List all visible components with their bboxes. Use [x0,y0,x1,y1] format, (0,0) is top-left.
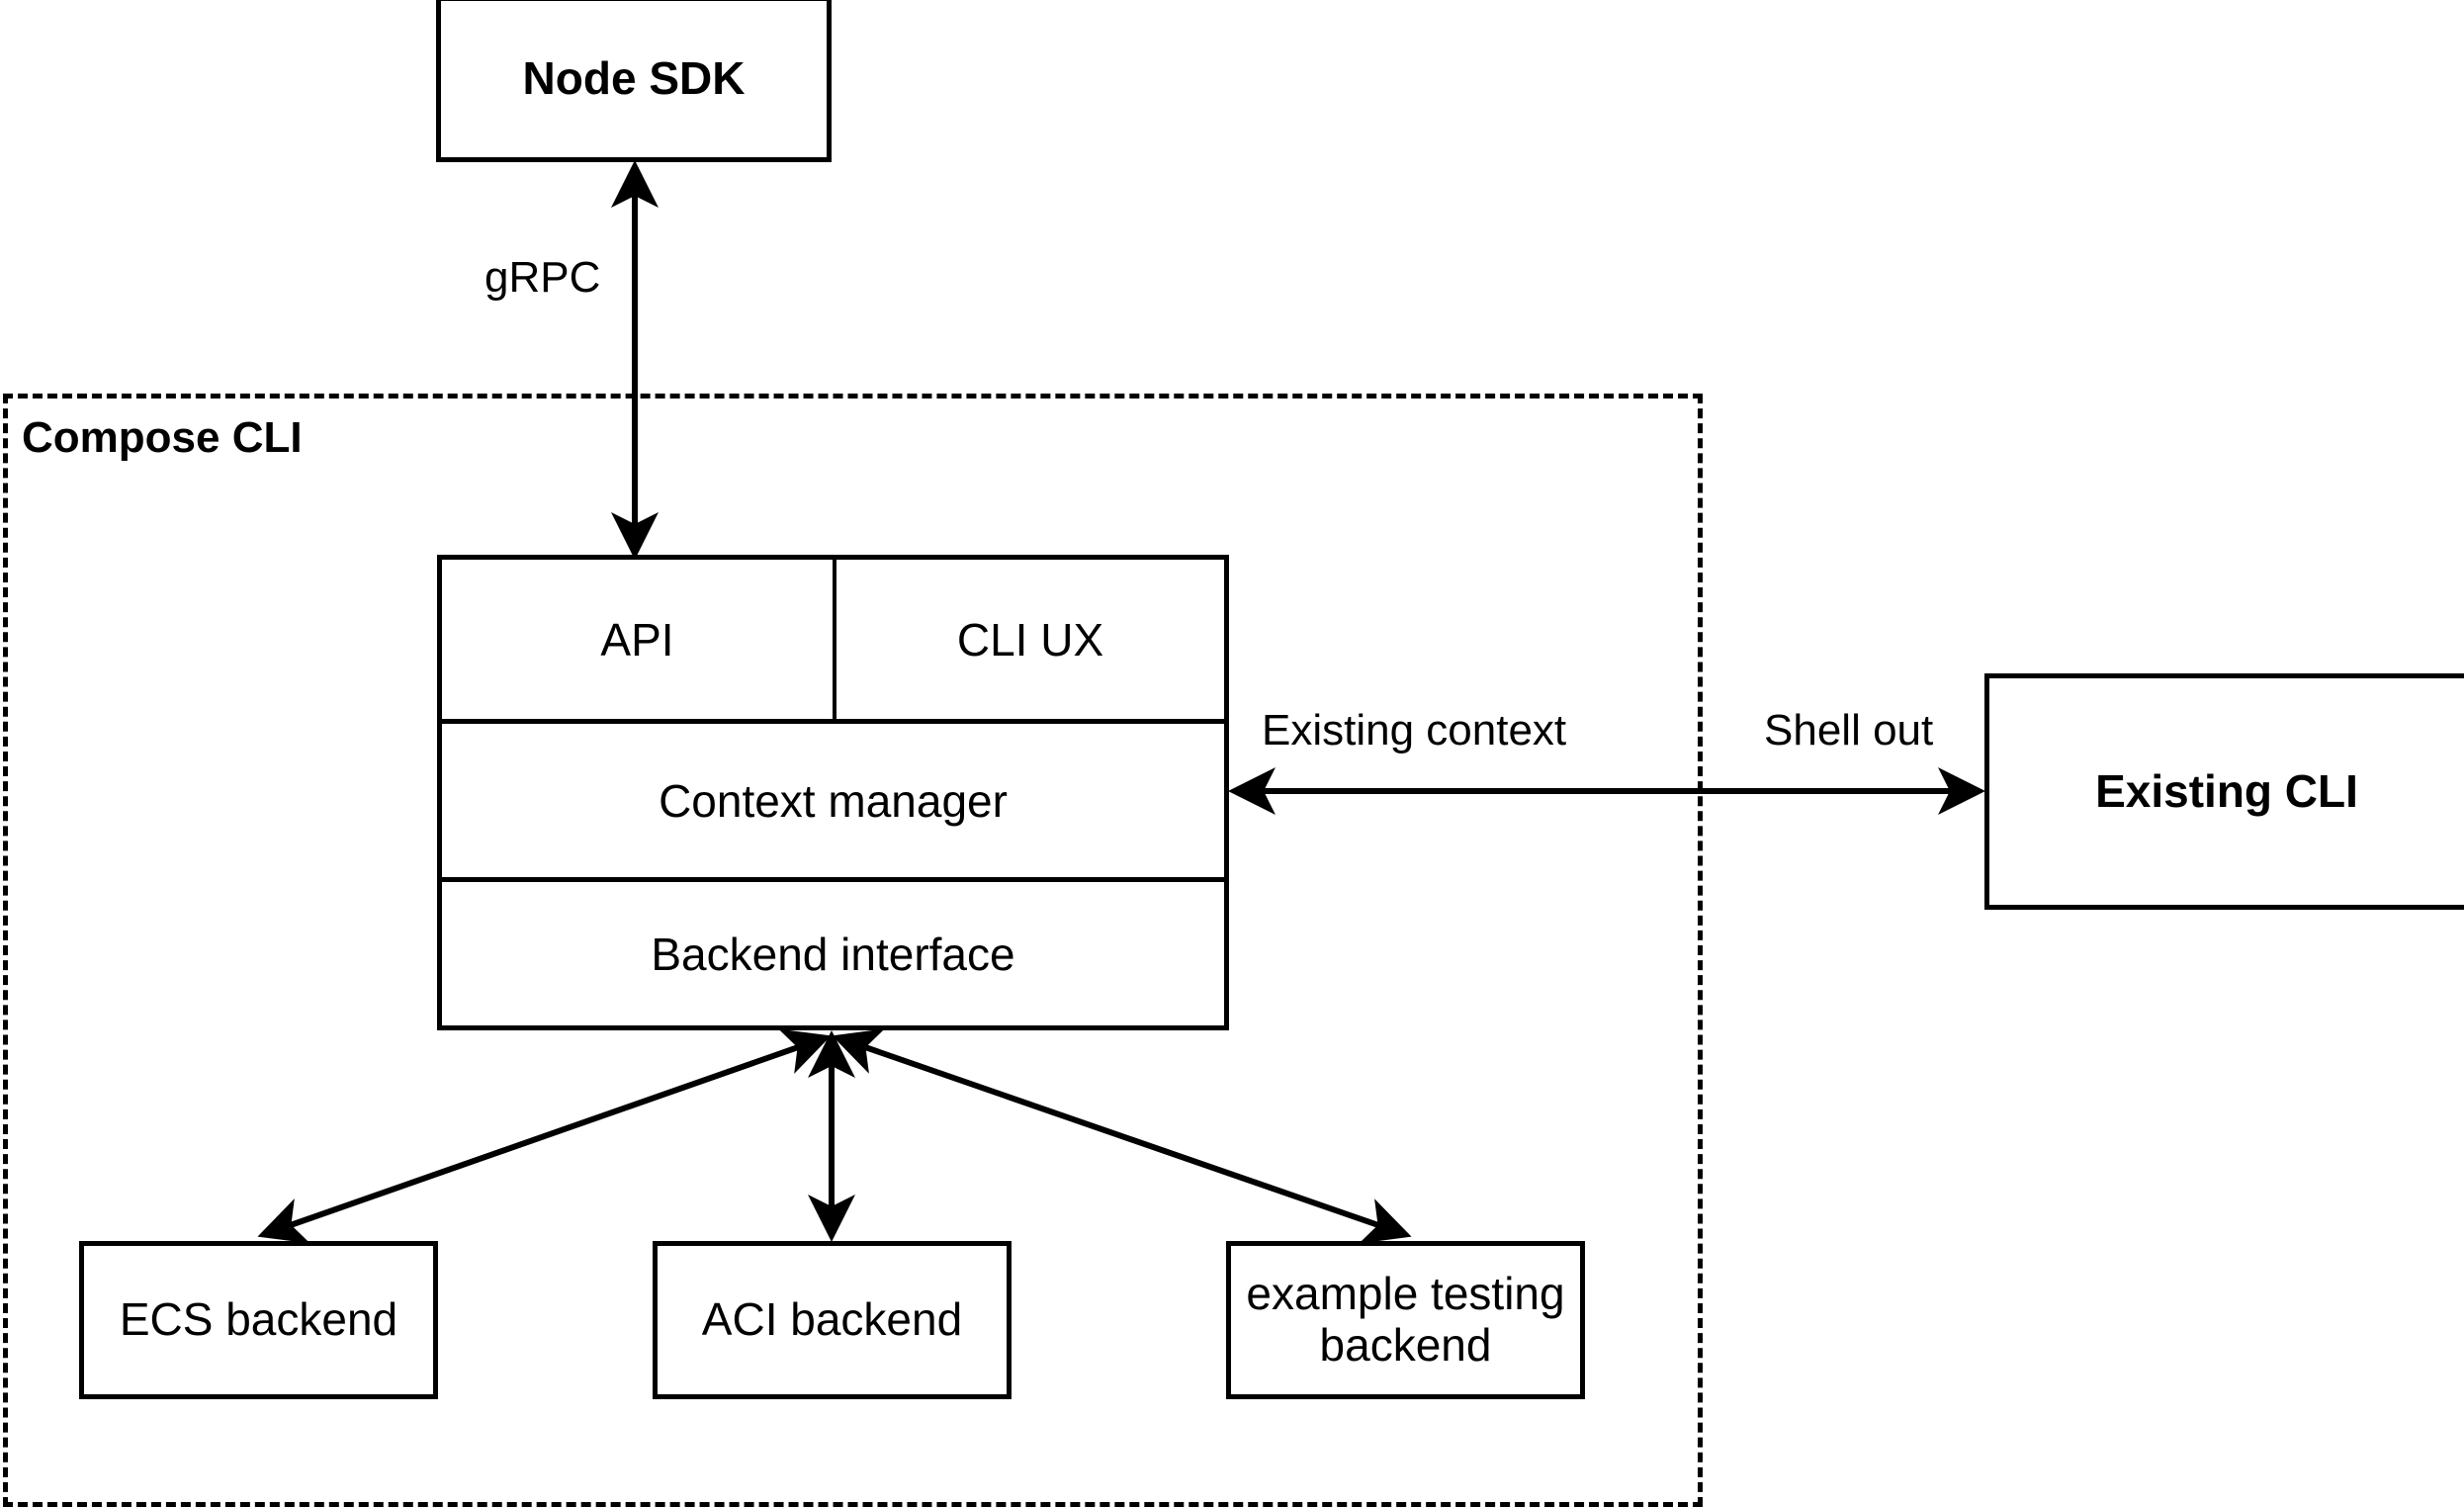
testing-backend-label-line1: example testing [1246,1268,1565,1320]
context-manager-cell: Context manager [442,719,1224,877]
edge-label-existing-context: Existing context [1262,706,1567,754]
edge-label-shell-out: Shell out [1764,706,1934,754]
context-manager-label: Context manager [659,774,1008,827]
testing-backend-label: example testing backend [1246,1269,1564,1371]
ecs-backend-label: ECS backend [119,1293,398,1346]
cli-ux-label: CLI UX [956,613,1104,665]
aci-backend-label: ACI backend [701,1293,963,1346]
cli-ux-cell: CLI UX [836,560,1224,719]
compose-cli-core-box: API CLI UX Context manager Backend inter… [437,555,1229,1030]
backend-interface-cell: Backend interface [442,877,1224,1025]
testing-backend-label-line2: backend [1319,1319,1492,1371]
node-sdk-label: Node SDK [522,52,746,105]
compose-cli-boundary [3,394,1703,1507]
compose-cli-label: Compose CLI [22,413,303,462]
core-top-row: API CLI UX [442,560,1224,719]
testing-backend-box: example testing backend [1226,1241,1585,1399]
edge-label-grpc: gRPC [484,253,601,302]
backend-interface-label: Backend interface [651,928,1015,980]
node-sdk-box: Node SDK [436,0,832,162]
existing-cli-label: Existing CLI [2095,764,2358,817]
ecs-backend-box: ECS backend [79,1241,438,1399]
aci-backend-box: ACI backend [653,1241,1012,1399]
api-label: API [600,613,674,665]
api-cell: API [442,560,836,719]
existing-cli-box: Existing CLI [1984,673,2464,910]
